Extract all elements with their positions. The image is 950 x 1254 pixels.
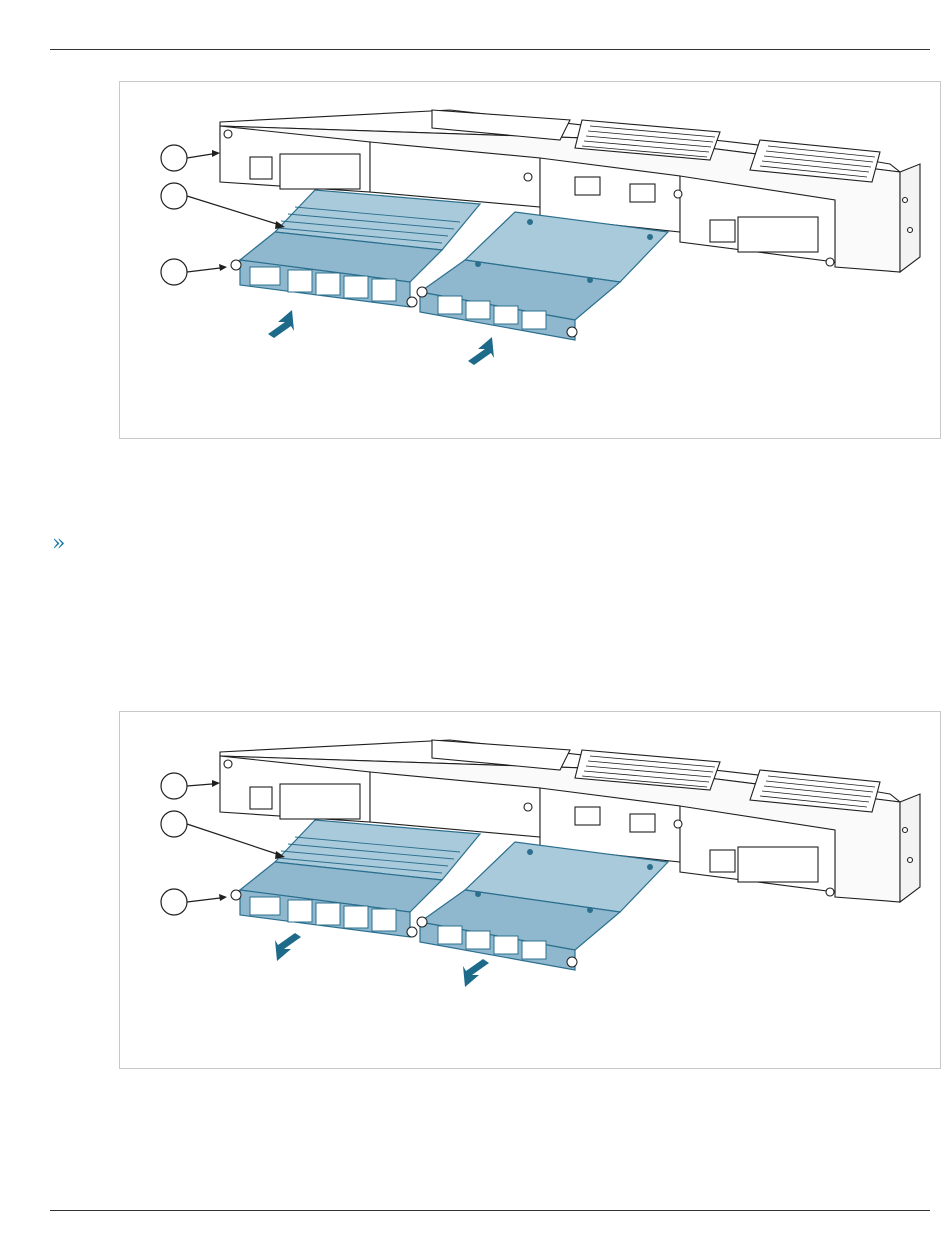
remove-modules-illustration [120, 82, 940, 438]
terminal-block-left [250, 157, 272, 179]
leader-1 [187, 784, 212, 786]
sfp-port-1 [575, 807, 600, 825]
remove-arrow-1 [268, 310, 294, 338]
psu-handle-left [280, 784, 360, 819]
remove-modules-figure [119, 81, 941, 439]
leader-1 [187, 154, 212, 158]
chassis-side [900, 164, 920, 272]
callout-3 [161, 889, 187, 915]
insert-modules-figure [119, 711, 941, 1069]
terminal-block-right [710, 220, 735, 242]
remove-arrow-2 [468, 337, 494, 365]
leader-3 [187, 898, 220, 902]
leader-3 [187, 268, 220, 272]
callout-2 [161, 183, 187, 209]
insert-arrow-1 [275, 933, 301, 961]
callout-1 [161, 773, 187, 799]
footer-rule [50, 1210, 930, 1211]
step-marker: » [52, 533, 65, 555]
leader-2 [187, 824, 280, 855]
insert-arrow-2 [463, 959, 489, 987]
callout-1 [161, 145, 187, 171]
sfp-port-2 [630, 814, 655, 832]
sfp-port-1 [575, 177, 600, 195]
psu-handle-right [738, 217, 818, 252]
chassis-side [900, 794, 920, 902]
sfp-port-2 [630, 184, 655, 202]
header-rule [50, 49, 930, 50]
terminal-block-right [710, 850, 735, 872]
leader-2 [187, 196, 280, 225]
callout-2 [161, 811, 187, 837]
psu-handle-left [280, 154, 360, 189]
callout-3 [161, 259, 187, 285]
psu-handle-right [738, 847, 818, 882]
insert-modules-illustration [120, 712, 940, 1068]
terminal-block-left [250, 787, 272, 809]
